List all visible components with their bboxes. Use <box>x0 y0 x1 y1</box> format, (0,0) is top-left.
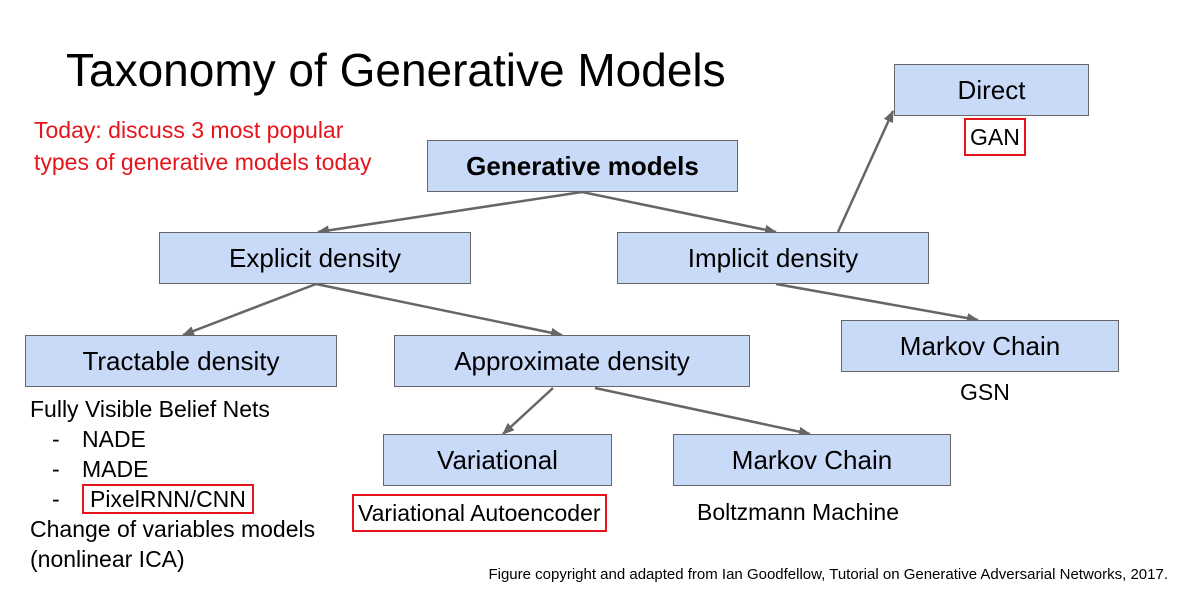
list-dash: - <box>52 486 60 512</box>
node-approximate-density: Approximate density <box>394 335 750 387</box>
leaf-vae: Variational Autoencoder <box>352 494 607 532</box>
leaf-gsn: GSN <box>960 379 1010 405</box>
node-variational: Variational <box>383 434 612 486</box>
list-item: -PixelRNN/CNN <box>30 484 315 514</box>
node-tractable-density: Tractable density <box>25 335 337 387</box>
leaf-gan: GAN <box>964 118 1026 156</box>
edge-explicit-approx <box>315 282 563 338</box>
edge-implicit-markov <box>775 282 979 323</box>
edge-gen-implicit <box>581 190 777 235</box>
edge-explicit-tractable <box>182 282 317 337</box>
edge-implicit-direct <box>836 110 895 233</box>
list-dash: - <box>52 456 60 482</box>
list-footer: (nonlinear ICA) <box>30 546 185 572</box>
tractable-methods-list: Fully Visible Belief Nets -NADE -MADE -P… <box>30 394 315 574</box>
list-item: -NADE <box>30 424 315 454</box>
figure-caption: Figure copyright and adapted from Ian Go… <box>488 566 1168 583</box>
slide-title: Taxonomy of Generative Models <box>66 44 726 96</box>
node-generative-models: Generative models <box>427 140 738 192</box>
list-item-label-highlighted: PixelRNN/CNN <box>82 484 254 514</box>
leaf-boltzmann: Boltzmann Machine <box>697 499 899 525</box>
node-explicit-density: Explicit density <box>159 232 471 284</box>
list-footer: Change of variables models <box>30 516 316 542</box>
list-heading: Fully Visible Belief Nets <box>30 396 270 422</box>
node-markov-chain-approx: Markov Chain <box>673 434 951 486</box>
edge-gen-explicit <box>317 190 583 236</box>
list-item-label: NADE <box>82 426 146 452</box>
list-item: -MADE <box>30 454 315 484</box>
node-markov-chain-implicit: Markov Chain <box>841 320 1119 372</box>
list-dash: - <box>52 426 60 452</box>
today-note: Today: discuss 3 most popular types of g… <box>34 117 372 175</box>
edge-approx-variational <box>502 387 554 435</box>
list-item-label: MADE <box>82 456 149 482</box>
node-implicit-density: Implicit density <box>617 232 929 284</box>
edge-approx-markov <box>594 386 811 437</box>
node-direct: Direct <box>894 64 1089 116</box>
